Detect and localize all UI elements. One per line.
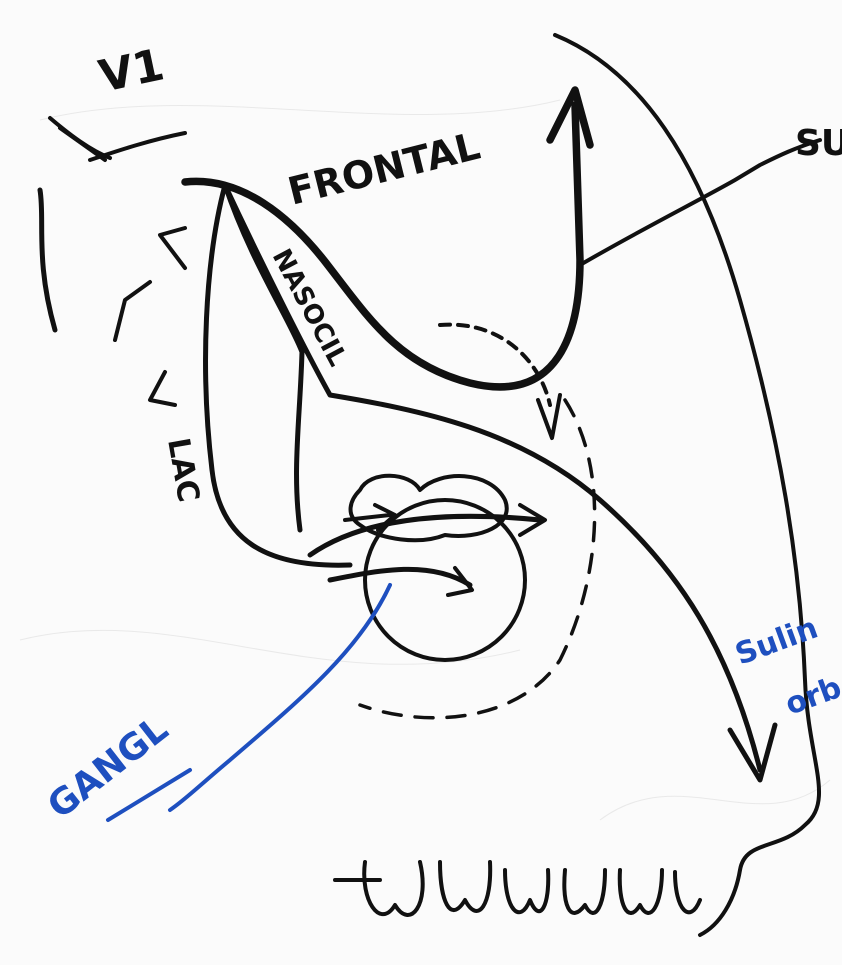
label-lacrimal: LAC	[160, 435, 206, 504]
frontal-arrow-head-icon	[550, 90, 590, 145]
nasociliary-nerve	[225, 185, 302, 530]
lacrimal-nerve	[206, 185, 350, 565]
orbit-dashed-outline	[360, 400, 595, 718]
v1-marks	[40, 118, 185, 330]
teeth-row	[335, 862, 700, 915]
label-frontal: FRONTAL	[284, 124, 485, 214]
left-arrow-marks	[115, 228, 185, 405]
ganglion-leader-line	[170, 585, 390, 810]
ciliary-ganglion	[310, 476, 545, 660]
label-v1: V1	[95, 39, 169, 102]
label-top-right-cut: SU	[795, 123, 842, 164]
dashed-arrow-into-orbit	[440, 325, 550, 405]
supraorbital-leader	[580, 140, 820, 265]
label-right-blue-1: Sulin	[731, 611, 823, 673]
lower-right-arrow-head-icon	[730, 725, 775, 780]
label-right-blue-2: orb	[781, 670, 842, 722]
label-ganglion: GANGL	[40, 709, 176, 828]
face-profile	[555, 35, 819, 935]
